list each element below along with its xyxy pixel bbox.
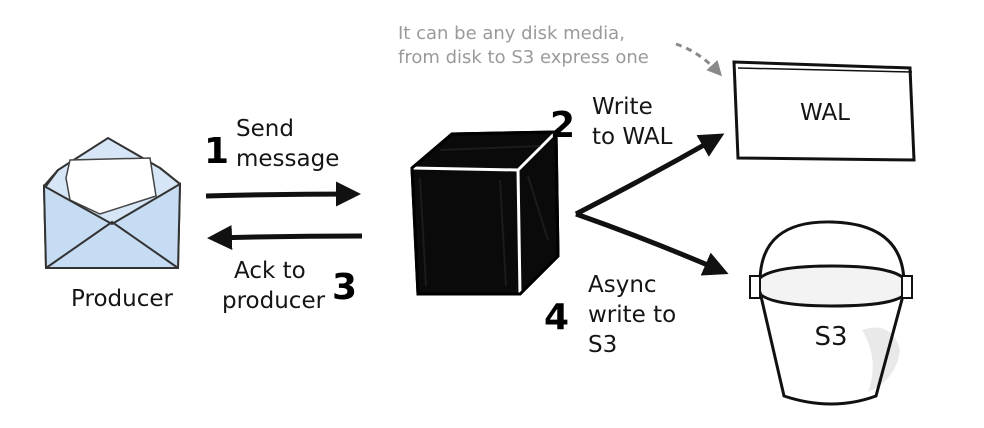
s3-bucket-icon: [749, 220, 913, 406]
async-s3-arrow: [575, 211, 729, 276]
step-1-label: Send message: [236, 114, 339, 174]
note-text: It can be any disk media, from disk to S…: [398, 22, 649, 70]
note-line-2: from disk to S3 express one: [398, 47, 649, 68]
step-4-label: Async write to S3: [588, 270, 676, 360]
step-3-label: Ack to producer: [222, 256, 325, 316]
step-2-line-1: Write: [592, 94, 653, 120]
step-1-line-2: message: [236, 146, 340, 172]
send-arrow: [205, 181, 361, 207]
envelope-icon: [42, 136, 182, 269]
write-wal-arrow: [574, 133, 725, 217]
note-arrow: [675, 42, 723, 77]
step-3-line-2: producer: [222, 288, 326, 314]
step-2-line-2: to WAL: [592, 124, 673, 150]
step-1-number: 1: [204, 131, 230, 172]
step-1-line-1: Send: [236, 116, 294, 142]
wal-label: WAL: [799, 100, 851, 126]
step-3-line-1: Ack to: [234, 258, 306, 284]
step-4-line-3: S3: [588, 332, 618, 358]
s3-label: S3: [814, 322, 848, 352]
wal-box: [732, 60, 916, 162]
step-4-number: 4: [544, 297, 570, 338]
step-3-number: 3: [332, 267, 358, 308]
step-4-line-2: write to: [588, 302, 677, 328]
note-line-1: It can be any disk media,: [398, 23, 625, 44]
producer-label: Producer: [71, 286, 173, 312]
broker-cube-icon: [410, 130, 560, 296]
step-2-label: Write to WAL: [592, 92, 672, 152]
step-2-number: 2: [550, 105, 576, 146]
ack-arrow: [207, 224, 363, 250]
step-4-line-1: Async: [588, 272, 657, 298]
